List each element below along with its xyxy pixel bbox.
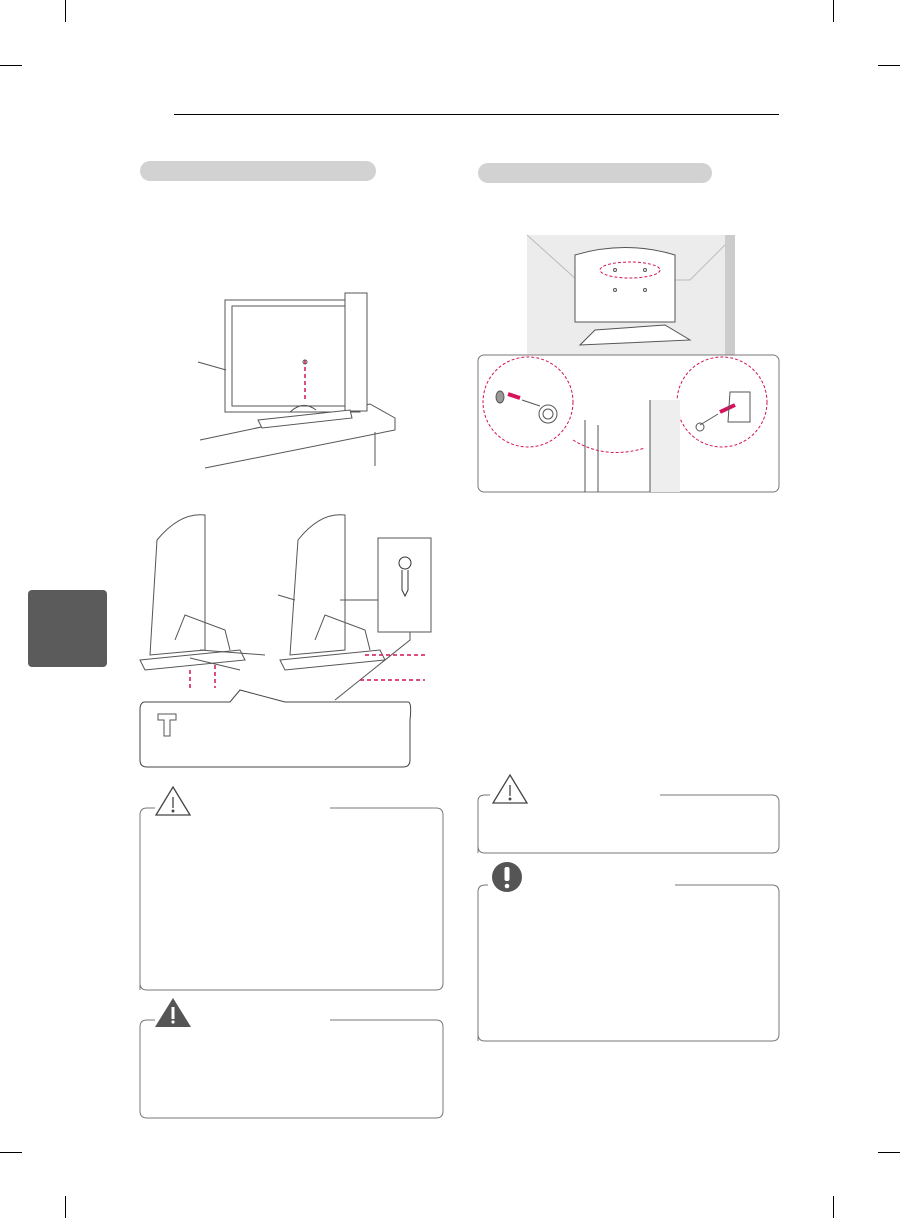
caution-triangle-outline-icon: [154, 785, 192, 816]
caution-box-right: [477, 794, 780, 854]
side-tab: [28, 590, 107, 667]
caution-box-left: [139, 807, 444, 991]
crop-mark: [833, 0, 834, 22]
wall-tv-illustration: [526, 234, 736, 355]
crop-mark: [833, 1196, 834, 1218]
crop-mark: [878, 65, 900, 66]
section-heading-right: [478, 163, 712, 183]
tv-on-table-illustration: [197, 292, 396, 469]
screw-icon: [157, 713, 177, 737]
section-heading-left: [140, 161, 376, 181]
wall-bracket-detail-illustration: [477, 354, 780, 493]
note-box: [477, 884, 780, 1042]
screw-callout: [139, 689, 412, 768]
caution-triangle-outline-icon: [491, 773, 529, 804]
crop-mark: [0, 1152, 22, 1153]
crop-mark: [0, 65, 22, 66]
crop-mark: [65, 0, 66, 22]
warning-box: [139, 1019, 444, 1119]
screw-icon: [398, 556, 412, 598]
exclamation-circle-icon: [492, 862, 522, 892]
tv-stand-illustration: [139, 514, 432, 701]
crop-mark: [65, 1196, 66, 1218]
crop-mark: [878, 1152, 900, 1153]
warning-triangle-filled-icon: [155, 998, 191, 1027]
header-rule: [174, 114, 779, 115]
